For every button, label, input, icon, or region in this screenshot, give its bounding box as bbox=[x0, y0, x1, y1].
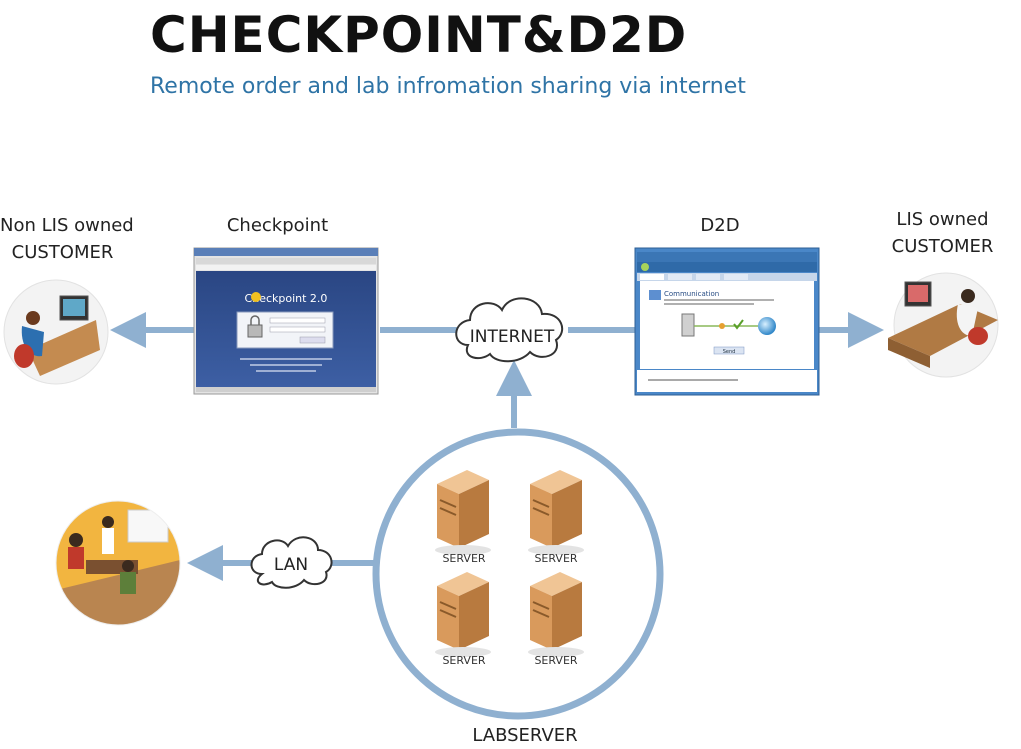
server-label-3: SERVER bbox=[442, 654, 485, 667]
page-title: CHECKPOINT&D2D bbox=[150, 6, 688, 64]
server-icon-2 bbox=[528, 470, 584, 555]
lis-customer-label: LIS owned CUSTOMER bbox=[880, 206, 1005, 260]
d2d-label: D2D bbox=[700, 215, 740, 236]
lis-customer-line2: CUSTOMER bbox=[891, 236, 994, 257]
non-lis-customer-illustration bbox=[3, 279, 109, 385]
checkpoint-label: Checkpoint bbox=[226, 215, 329, 236]
d2d-screen-heading: Communication bbox=[664, 290, 719, 298]
status-dot-icon bbox=[719, 323, 725, 329]
non-lis-customer-line2: CUSTOMER bbox=[11, 242, 114, 263]
server-icon-3 bbox=[435, 572, 491, 657]
checkpoint-screenshot: Checkpoint 2.0 bbox=[193, 247, 379, 395]
internet-label: INTERNET bbox=[470, 327, 555, 347]
d2d-screen-button: Send bbox=[723, 349, 736, 355]
lan-cloud-icon bbox=[250, 536, 333, 589]
checkpoint-logo-icon bbox=[251, 292, 261, 302]
checkpoint-screen-brand: Checkpoint 2.0 bbox=[245, 292, 328, 305]
non-lis-customer-label: Non LIS owned CUSTOMER bbox=[0, 212, 134, 266]
person-head-icon bbox=[26, 311, 40, 325]
person-head-icon bbox=[961, 289, 975, 303]
d2d-screenshot: Communication Send bbox=[634, 247, 820, 396]
lis-customer-line1: LIS owned bbox=[896, 209, 989, 230]
server-label-4: SERVER bbox=[534, 654, 577, 667]
server-icon-4 bbox=[528, 572, 584, 657]
d2d-logo-icon bbox=[641, 263, 649, 271]
server-label-2: SERVER bbox=[534, 552, 577, 565]
lis-customer-illustration bbox=[888, 272, 999, 378]
globe-icon bbox=[758, 317, 776, 335]
lock-icon bbox=[247, 315, 263, 338]
labserver-ring bbox=[372, 428, 664, 720]
connectors bbox=[110, 312, 884, 581]
connection-check-icon bbox=[733, 319, 744, 330]
internet-cloud-icon bbox=[455, 297, 564, 363]
page-subtitle: Remote order and lab infromation sharing… bbox=[150, 74, 746, 99]
office-illustration bbox=[55, 500, 181, 626]
server-icon-1 bbox=[435, 470, 491, 555]
labserver-label: LABSERVER bbox=[472, 725, 578, 746]
lan-label: LAN bbox=[274, 555, 308, 575]
non-lis-customer-line1: Non LIS owned bbox=[0, 215, 134, 236]
computer-tower-icon bbox=[681, 313, 695, 337]
server-label-1: SERVER bbox=[442, 552, 485, 565]
